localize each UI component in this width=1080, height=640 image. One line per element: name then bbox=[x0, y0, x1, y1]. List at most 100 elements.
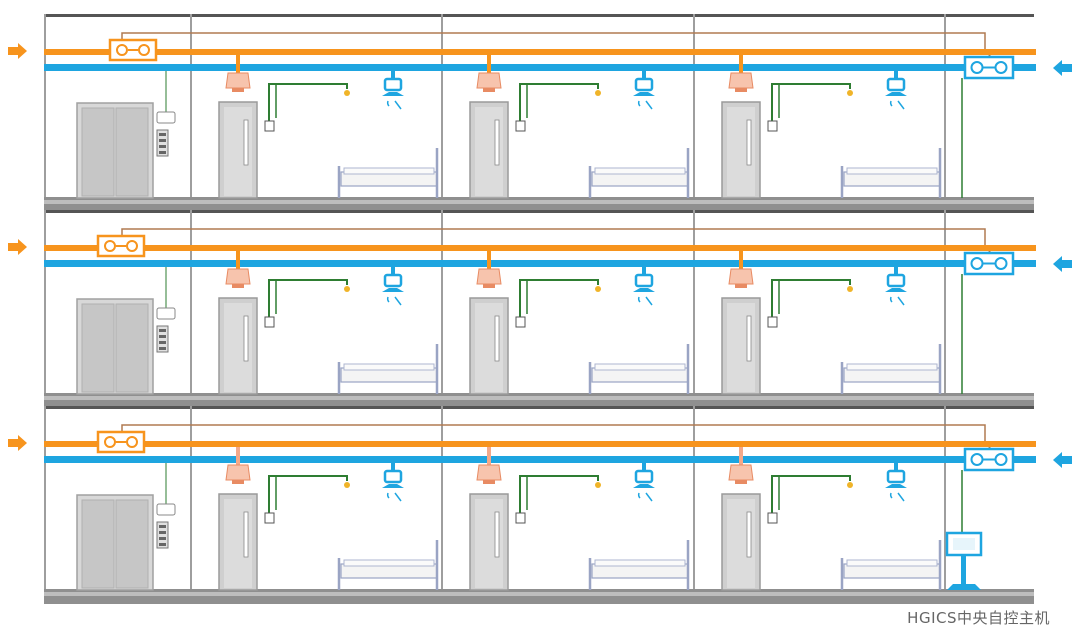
thermostat-icon bbox=[767, 316, 778, 328]
air-outlet-icon bbox=[633, 463, 655, 502]
control-wire bbox=[519, 83, 599, 130]
partition-wall bbox=[441, 406, 443, 590]
bed-icon bbox=[588, 148, 690, 198]
door-icon bbox=[218, 101, 258, 199]
floor-slab bbox=[44, 589, 1034, 604]
air-outlet-icon bbox=[633, 71, 655, 110]
floor-slab bbox=[44, 197, 1034, 212]
floor-slab-highlight bbox=[44, 200, 1034, 204]
terminal-unit-icon bbox=[728, 464, 754, 484]
floor-slab-highlight bbox=[44, 396, 1034, 400]
supply-branch bbox=[236, 55, 240, 73]
fan-coil-unit-icon bbox=[96, 234, 146, 258]
floor-3 bbox=[8, 406, 1072, 604]
partition-wall bbox=[944, 210, 946, 394]
air-outlet-icon bbox=[633, 267, 655, 306]
exhaust-unit-icon bbox=[963, 447, 1015, 472]
control-wire bbox=[268, 279, 348, 326]
air-outlet-icon bbox=[382, 267, 404, 306]
elevator-icon bbox=[76, 102, 154, 199]
return-air-duct bbox=[44, 64, 1036, 71]
door-icon bbox=[721, 493, 761, 591]
lamp-icon bbox=[344, 286, 350, 292]
sensor-icon bbox=[156, 111, 176, 124]
room-1 bbox=[218, 55, 439, 199]
thermostat-icon bbox=[767, 120, 778, 132]
return-air-duct bbox=[44, 260, 1036, 267]
terminal-unit-icon bbox=[225, 72, 251, 92]
bed-icon bbox=[840, 148, 942, 198]
partition-wall bbox=[693, 210, 695, 394]
supply-branch bbox=[739, 447, 743, 465]
partition-wall bbox=[441, 14, 443, 198]
lamp-icon bbox=[847, 482, 853, 488]
bed-icon bbox=[588, 344, 690, 394]
partition-wall bbox=[44, 406, 46, 590]
control-wire bbox=[519, 475, 599, 522]
supply-air-duct bbox=[44, 441, 1036, 447]
keypad-icon bbox=[156, 129, 169, 157]
door-icon bbox=[721, 297, 761, 395]
partition-wall bbox=[190, 406, 192, 590]
arrow-right-icon bbox=[8, 43, 27, 59]
door-icon bbox=[469, 297, 509, 395]
ceiling-line bbox=[44, 210, 1034, 213]
partition-wall bbox=[944, 406, 946, 590]
partition-wall bbox=[693, 14, 695, 198]
signal-wire bbox=[121, 32, 996, 63]
control-wire bbox=[771, 475, 851, 522]
supply-branch bbox=[739, 251, 743, 269]
supply-air-duct bbox=[44, 245, 1036, 251]
lamp-icon bbox=[595, 90, 601, 96]
supply-branch bbox=[487, 447, 491, 465]
air-outlet-icon bbox=[885, 71, 907, 110]
partition-wall bbox=[190, 14, 192, 198]
terminal-unit-icon bbox=[225, 464, 251, 484]
return-air-duct bbox=[44, 456, 1036, 463]
thermostat-icon bbox=[264, 316, 275, 328]
arrow-left-icon bbox=[1053, 452, 1072, 468]
floor-2 bbox=[8, 210, 1072, 408]
bed-icon bbox=[840, 344, 942, 394]
bed-icon bbox=[840, 540, 942, 590]
room-1 bbox=[218, 251, 439, 395]
lamp-icon bbox=[595, 286, 601, 292]
arrow-left-icon bbox=[1053, 256, 1072, 272]
floor-slab bbox=[44, 393, 1034, 408]
partition-wall bbox=[44, 210, 46, 394]
air-outlet-icon bbox=[382, 71, 404, 110]
floor-1 bbox=[8, 14, 1072, 212]
door-icon bbox=[218, 297, 258, 395]
ceiling-line bbox=[44, 14, 1034, 17]
control-wire bbox=[268, 83, 348, 130]
lamp-icon bbox=[344, 482, 350, 488]
elevator-icon bbox=[76, 298, 154, 395]
bed-icon bbox=[337, 344, 439, 394]
terminal-unit-icon bbox=[728, 268, 754, 288]
supply-branch bbox=[487, 55, 491, 73]
floor-slab-highlight bbox=[44, 592, 1034, 596]
terminal-unit-icon bbox=[476, 268, 502, 288]
arrow-right-icon bbox=[8, 239, 27, 255]
door-icon bbox=[218, 493, 258, 591]
room-3 bbox=[721, 447, 942, 591]
partition-wall bbox=[693, 406, 695, 590]
thermostat-icon bbox=[515, 120, 526, 132]
bed-icon bbox=[337, 540, 439, 590]
fan-coil-unit-icon bbox=[108, 38, 158, 62]
thermostat-icon bbox=[264, 120, 275, 132]
fan-coil-unit-icon bbox=[96, 430, 146, 454]
supply-air-duct bbox=[44, 49, 1036, 55]
arrow-left-icon bbox=[1053, 60, 1072, 76]
control-wire bbox=[268, 475, 348, 522]
signal-wire bbox=[121, 228, 996, 259]
supply-branch bbox=[487, 251, 491, 269]
central-host-caption: HGICS中央自控主机 bbox=[907, 609, 1050, 627]
supply-branch bbox=[236, 251, 240, 269]
terminal-unit-icon bbox=[225, 268, 251, 288]
lamp-icon bbox=[847, 286, 853, 292]
partition-wall bbox=[441, 210, 443, 394]
door-icon bbox=[721, 101, 761, 199]
room-3 bbox=[721, 251, 942, 395]
